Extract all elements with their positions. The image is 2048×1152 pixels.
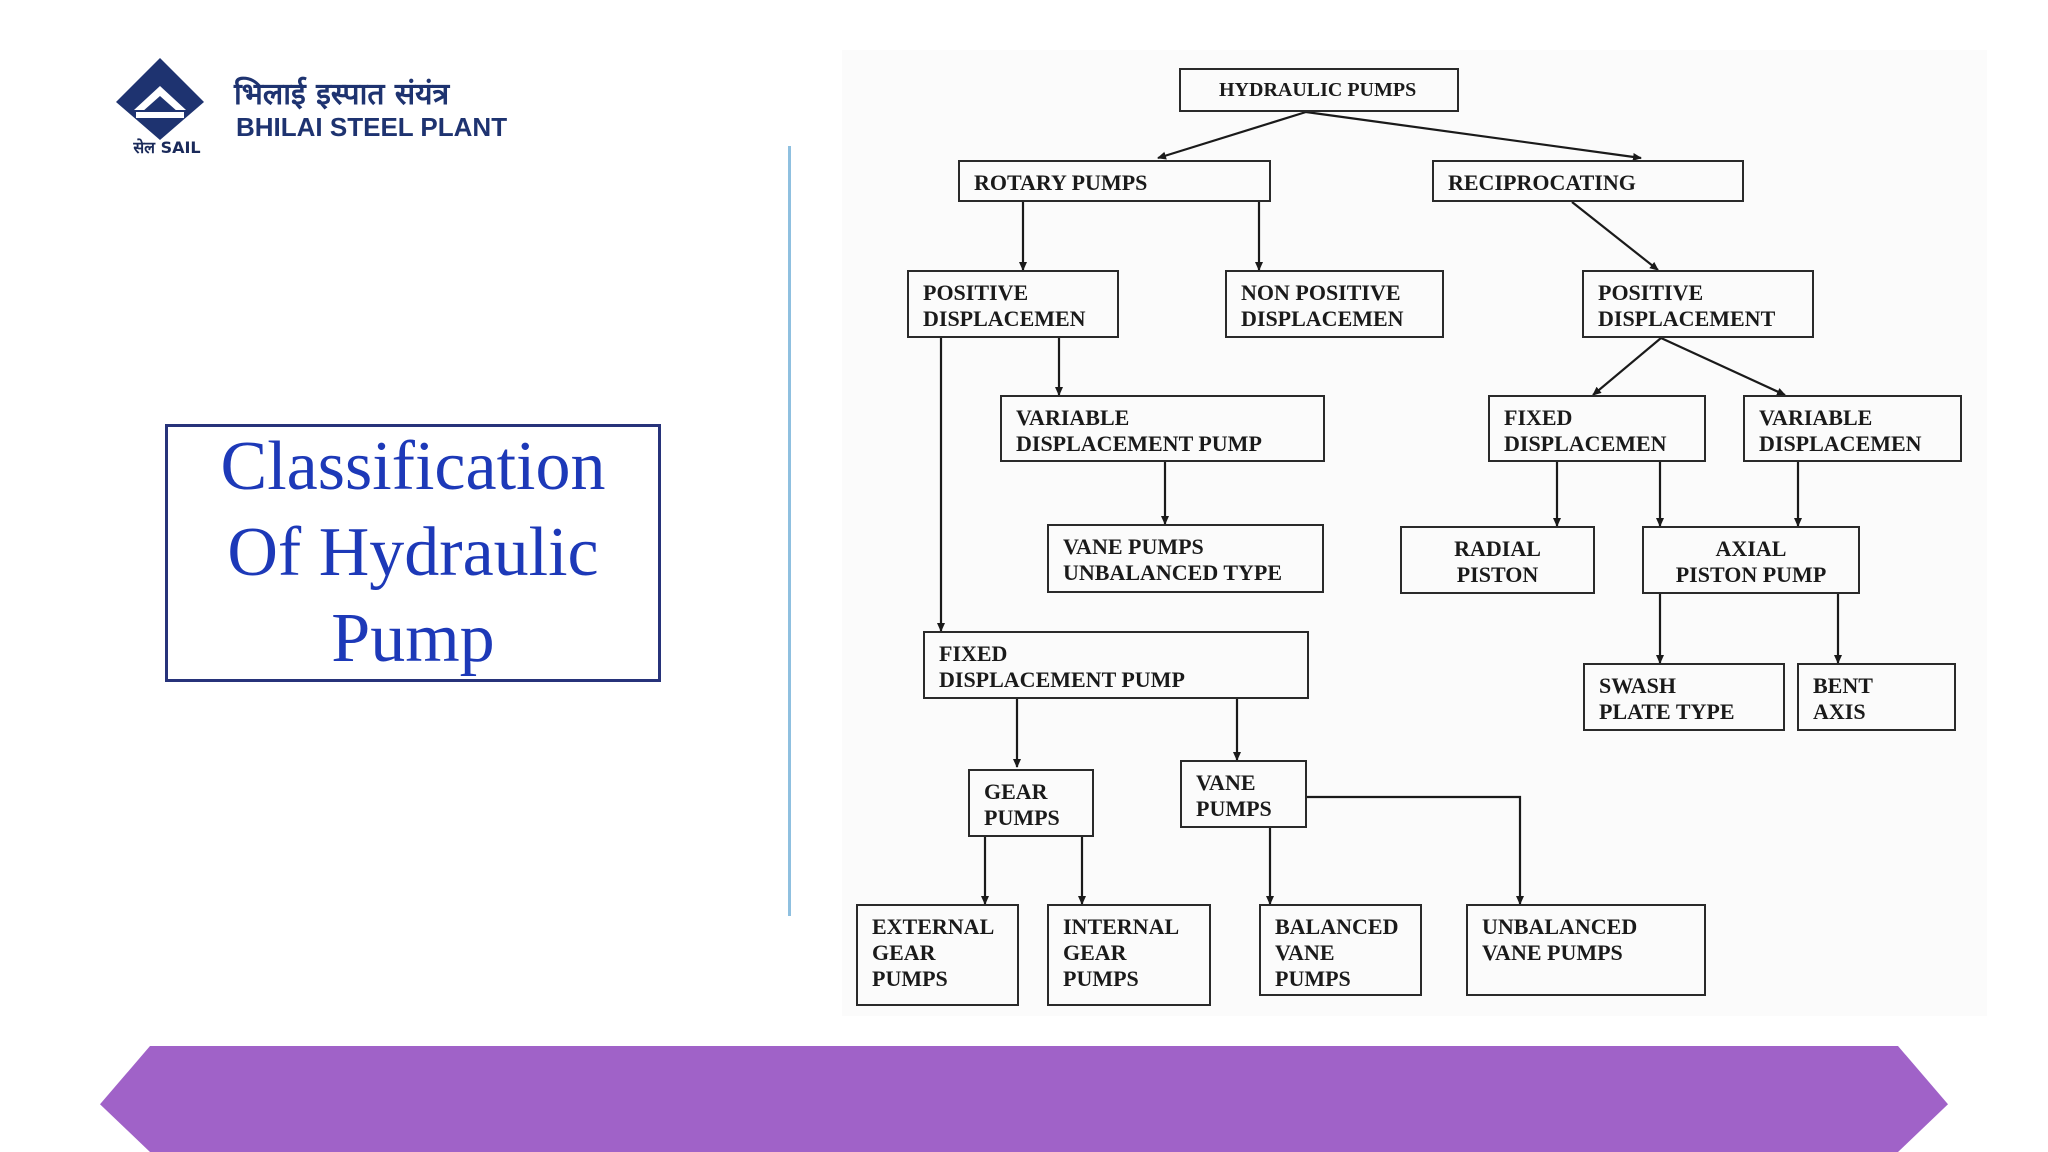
node-vane-pumps: VANE PUMPS [1180,760,1307,828]
slide-title-box: Classification Of Hydraulic Pump [165,424,661,682]
node-hydraulic-pumps: HYDRAULIC PUMPS [1179,68,1459,112]
node-swash-plate-type: SWASH PLATE TYPE [1583,663,1785,731]
node-reciprocating-positive-displacement: POSITIVE DISPLACEMENT [1582,270,1814,338]
edge-recpositive-variable [1660,337,1786,396]
node-reciprocating: RECIPROCATING [1432,160,1744,202]
edge-root-rotary [1157,110,1307,160]
node-unbalanced-vane-pumps: UNBALANCED VANE PUMPS [1466,904,1706,996]
sail-logo: सेल SAIL [112,56,208,160]
bottom-banner [100,1046,1948,1152]
node-bent-axis: BENT AXIS [1797,663,1956,731]
edge-vane-unbalanced [1306,795,1524,905]
node-balanced-vane-pumps: BALANCED VANE PUMPS [1259,904,1422,996]
edge-root-reciprocating [1305,110,1642,161]
node-rotary-positive-displacement: POSITIVE DISPLACEMEN [907,270,1119,338]
org-name-hindi: भिलाई इस्पात संयंत्र [234,77,450,112]
node-axial-piston-pump: AXIAL PISTON PUMP [1642,526,1860,594]
org-name-english: BHILAI STEEL PLANT [236,112,508,142]
node-internal-gear-pumps: INTERNAL GEAR PUMPS [1047,904,1211,1006]
logo-caption: सेल SAIL [133,138,201,157]
node-vane-pumps-unbalanced-type: VANE PUMPS UNBALANCED TYPE [1047,524,1324,593]
node-radial-piston: RADIAL PISTON [1400,526,1595,594]
node-gear-pumps: GEAR PUMPS [968,769,1094,837]
node-variable-displacement-pump: VARIABLE DISPLACEMENT PUMP [1000,395,1325,462]
edge-reciprocating-positive [1571,201,1659,271]
node-fixed-displacement-pump: FIXED DISPLACEMENT PUMP [923,631,1309,699]
node-external-gear-pumps: EXTERNAL GEAR PUMPS [856,904,1019,1006]
node-non-positive-displacement: NON POSITIVE DISPLACEMEN [1225,270,1444,338]
slide-title: Classification Of Hydraulic Pump [220,428,606,677]
node-fixed-displacement: FIXED DISPLACEMEN [1488,395,1706,462]
edge-recpositive-fixed [1592,337,1662,396]
vertical-divider [788,146,791,916]
node-rotary-pumps: ROTARY PUMPS [958,160,1271,202]
node-variable-displacement: VARIABLE DISPLACEMEN [1743,395,1962,462]
sail-emblem-icon [116,58,204,140]
